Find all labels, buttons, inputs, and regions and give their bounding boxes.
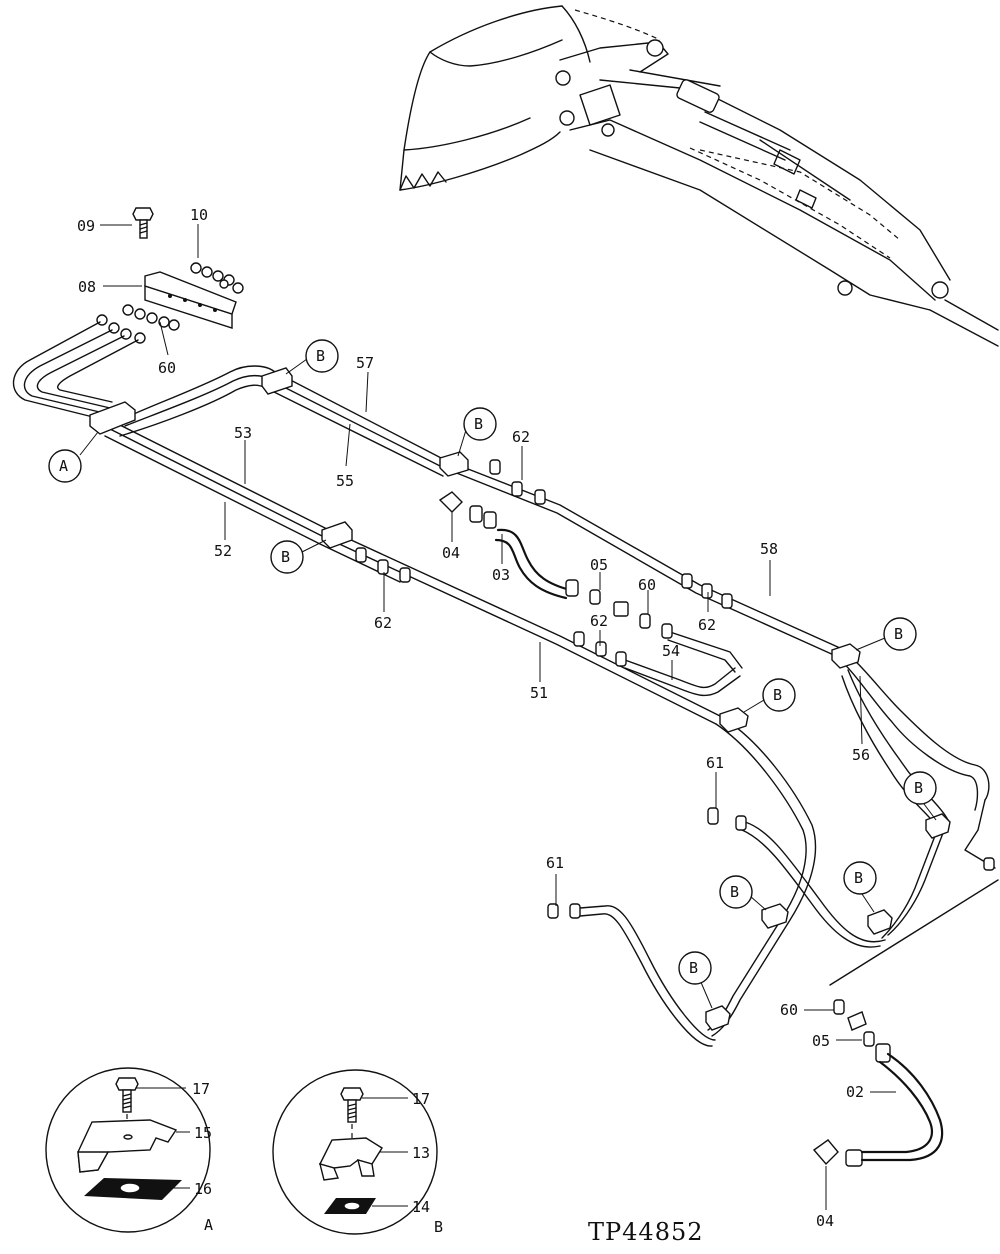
callout-54: 54 — [662, 642, 680, 660]
leader-lines — [100, 224, 896, 1210]
detail-b-part-13: 13 — [412, 1144, 430, 1162]
marker-b: B — [316, 347, 325, 365]
callout-60: 60 — [780, 1001, 798, 1019]
callout-62: 62 — [590, 612, 608, 630]
zone-markers: A B B B B B B B B B — [48, 339, 937, 1009]
callout-55: 55 — [336, 472, 354, 490]
excavator-arm-illustration — [399, 5, 999, 347]
detail-b-part-17: 17 — [412, 1090, 430, 1108]
callout-05: 05 — [812, 1032, 830, 1050]
marker-b: B — [894, 625, 903, 643]
marker-b: B — [689, 959, 698, 977]
callout-09: 09 — [77, 217, 95, 235]
callout-61: 61 — [546, 854, 564, 872]
detail-a-part-16: 16 — [194, 1180, 212, 1198]
callout-10: 10 — [190, 206, 208, 224]
pipe-fittings — [355, 459, 995, 1167]
callout-03: 03 — [492, 566, 510, 584]
pipe-clamps — [89, 367, 951, 1031]
detail-a: 17 15 16 A — [45, 1067, 213, 1234]
callout-02: 02 — [846, 1083, 864, 1101]
callout-04: 04 — [442, 544, 460, 562]
detail-b: 17 13 14 B — [272, 1069, 443, 1236]
marker-b: B — [773, 686, 782, 704]
marker-b: B — [854, 869, 863, 887]
fittings-10-icon — [190, 262, 244, 294]
callout-53: 53 — [234, 424, 252, 442]
callout-58: 58 — [760, 540, 778, 558]
callout-51: 51 — [530, 684, 548, 702]
marker-b: B — [281, 548, 290, 566]
callout-57: 57 — [356, 354, 374, 372]
callout-52: 52 — [214, 542, 232, 560]
bolt-09-icon — [132, 207, 154, 239]
marker-b: B — [730, 883, 739, 901]
detail-a-label: A — [204, 1216, 213, 1234]
callout-60: 60 — [638, 576, 656, 594]
detail-a-part-17: 17 — [192, 1080, 210, 1098]
callout-60: 60 — [158, 359, 176, 377]
marker-b: B — [474, 415, 483, 433]
fittings-60-icon — [96, 304, 180, 344]
marker-b: B — [914, 779, 923, 797]
callout-04: 04 — [816, 1212, 834, 1230]
callout-61: 61 — [706, 754, 724, 772]
figure-code: TP44852 — [588, 1218, 704, 1246]
marker-a: A — [59, 457, 68, 475]
callout-08: 08 — [78, 278, 96, 296]
hose-02 — [829, 879, 999, 1162]
callout-56: 56 — [852, 746, 870, 764]
callout-62: 62 — [374, 614, 392, 632]
callout-62: 62 — [698, 616, 716, 634]
callout-05: 05 — [590, 556, 608, 574]
detail-a-part-15: 15 — [194, 1124, 212, 1142]
hydraulic-pipe-bundle — [12, 321, 996, 1047]
callout-labels: 09 10 08 60 57 55 53 52 62 04 03 05 60 6… — [77, 206, 870, 1230]
manifold-block-08 — [144, 271, 237, 329]
callout-62: 62 — [512, 428, 530, 446]
detail-b-part-14: 14 — [412, 1198, 430, 1216]
detail-b-label: B — [434, 1218, 443, 1236]
